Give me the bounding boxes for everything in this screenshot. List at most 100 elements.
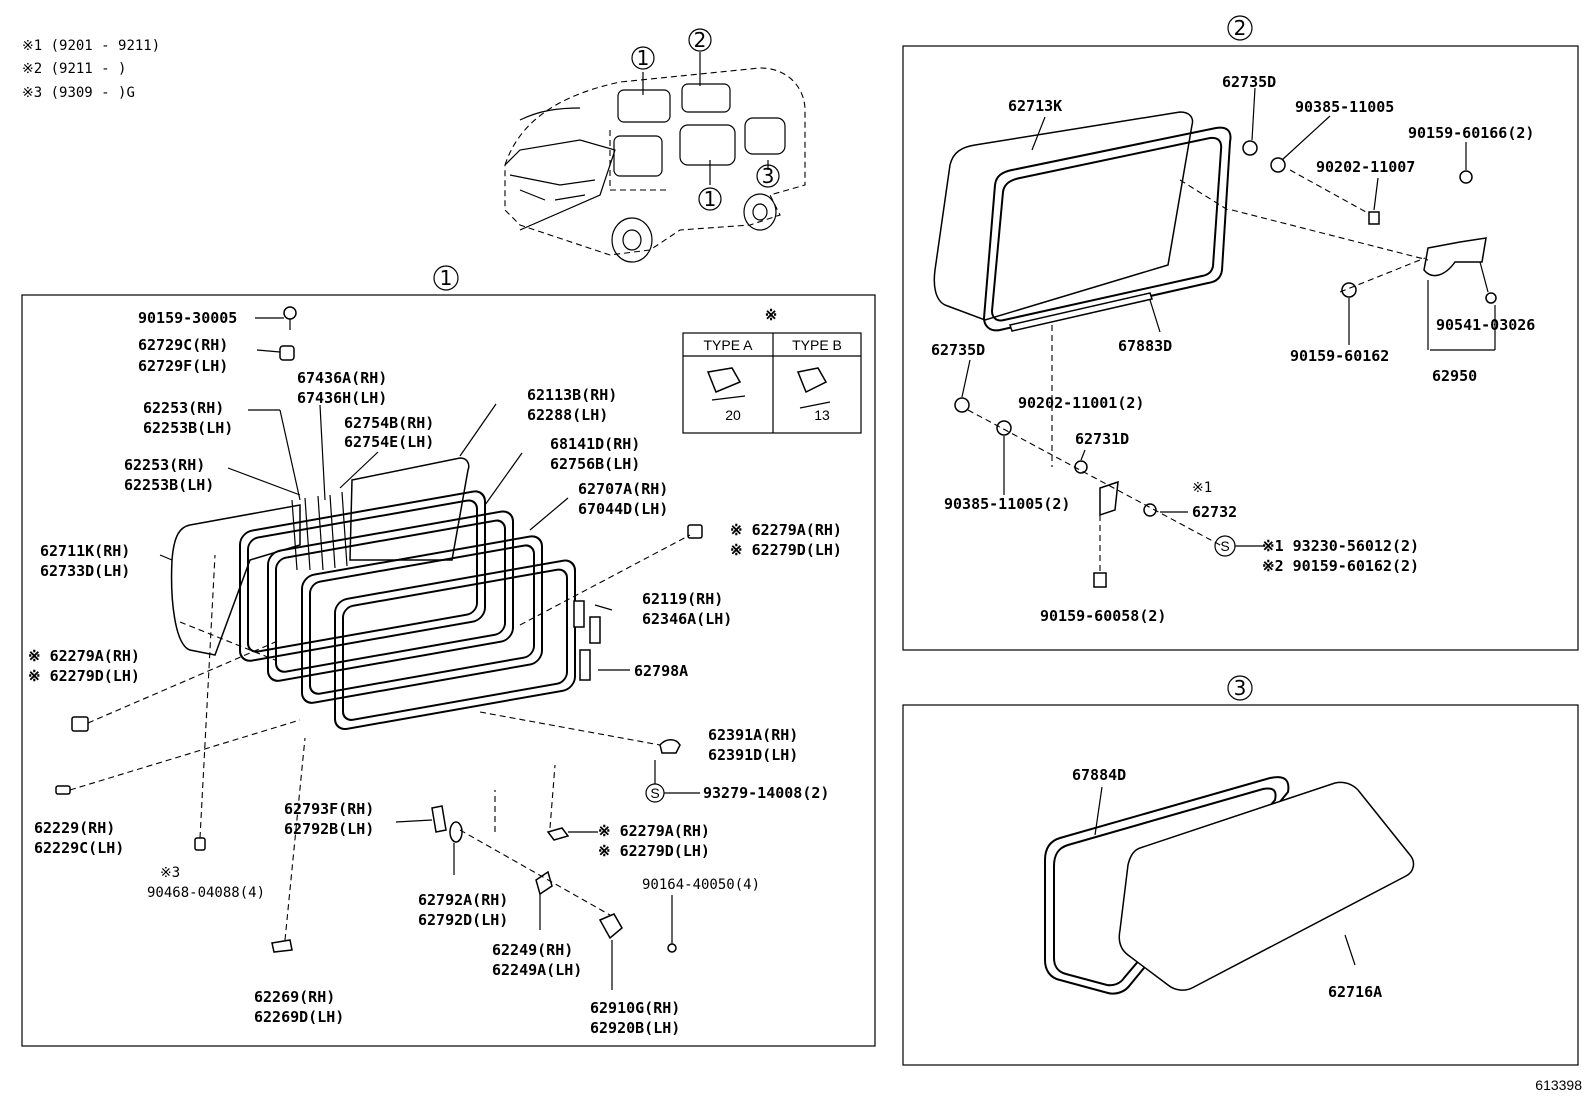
labels-panel-1: 90159-30005 62729C(RH) 62729F(LH) 67436A… [28, 309, 842, 1037]
label-mark-1: ※1 [1192, 480, 1212, 496]
type-a-label: TYPE A [703, 337, 753, 353]
label-62792d: 62792D(LH) [418, 911, 508, 929]
small-parts-panel-1: S [55, 306, 703, 953]
sliding-window-assembly: S [933, 111, 1497, 588]
van-illustration [504, 52, 806, 263]
label-62910g: 62910G(RH) [590, 999, 680, 1017]
label-93279-14008: 93279-14008(2) [703, 784, 829, 802]
label-62346a: 62346A(LH) [642, 610, 732, 628]
label-62731d: 62731D [1075, 430, 1129, 448]
label-62792b: 62792B(LH) [284, 820, 374, 838]
quarter-window-assembly [1044, 776, 1415, 995]
label-62269d: 62269D(LH) [254, 1008, 344, 1026]
label-90202-11007: 90202-11007 [1316, 158, 1415, 176]
type-b-dim: 13 [814, 407, 830, 423]
panel-1-frame [21, 294, 876, 1047]
label-62279a-top: ※ 62279A(RH) [730, 521, 842, 539]
label-62269: 62269(RH) [254, 988, 335, 1006]
rear-window-assembly [170, 457, 601, 731]
label-62391a: 62391A(RH) [708, 726, 798, 744]
label-62729f: 62729F(LH) [138, 357, 228, 375]
leaders-panel-2 [961, 87, 1496, 573]
label-62279d-top: ※ 62279D(LH) [730, 541, 842, 559]
type-box-mark: ※ [765, 306, 778, 324]
callout-circle-van-1b [698, 187, 722, 211]
label-62711k: 62711K(RH) [40, 542, 130, 560]
label-62793f: 62793F(RH) [284, 800, 374, 818]
type-b-label: TYPE B [792, 337, 842, 353]
panel-1-callout: 1 [440, 266, 453, 290]
label-62754e: 62754E(LH) [344, 433, 434, 451]
panel-1-callout-circle [433, 265, 459, 291]
label-67883d: 67883D [1118, 337, 1172, 355]
label-90202-11001: 90202-11001(2) [1018, 394, 1144, 412]
label-62729c: 62729C(RH) [138, 336, 228, 354]
label-62253-a: 62253(RH) [143, 399, 224, 417]
leaders-panel-1 [69, 317, 700, 990]
label-67044d: 67044D(LH) [578, 500, 668, 518]
panel-3-callout-circle [1227, 675, 1253, 701]
van-callout-2: 2 [694, 28, 707, 52]
panel-2-callout-circle [1227, 15, 1253, 41]
type-box [682, 332, 862, 434]
label-90164-40050: 90164-40050(4) [642, 877, 760, 893]
label-62279d-bottom: ※ 62279D(LH) [598, 842, 710, 860]
label-62756b: 62756B(LH) [550, 455, 640, 473]
callout-circle-van-1a [631, 46, 655, 70]
label-90159-60166: 90159-60166(2) [1408, 124, 1534, 142]
callout-circle-van-2 [688, 28, 712, 52]
label-93230-56012: ※1 93230-56012(2) [1262, 537, 1419, 555]
label-90159-60058: 90159-60058(2) [1040, 607, 1166, 625]
van-callout-1b: 1 [704, 187, 717, 211]
label-90159-60162-2: ※2 90159-60162(2) [1262, 557, 1419, 575]
label-62735d-left: 62735D [931, 341, 985, 359]
label-62950: 62950 [1432, 367, 1477, 385]
label-62391d: 62391D(LH) [708, 746, 798, 764]
panel-2-frame [902, 45, 1579, 651]
labels-panel-2: 62713K 62735D 90385-11005 90159-60166(2)… [931, 73, 1535, 625]
label-67436a: 67436A(RH) [297, 369, 387, 387]
panel-2-callout: 2 [1234, 16, 1247, 40]
label-62920b: 62920B(LH) [590, 1019, 680, 1037]
label-62229: 62229(RH) [34, 819, 115, 837]
label-62253-b: 62253(RH) [124, 456, 205, 474]
label-62716a: 62716A [1328, 983, 1382, 1001]
label-90159-30005: 90159-30005 [138, 309, 237, 327]
label-62113b: 62113B(RH) [527, 386, 617, 404]
label-62735d-top: 62735D [1222, 73, 1276, 91]
label-90159-60162: 90159-60162 [1290, 347, 1389, 365]
label-62279a-left: ※ 62279A(RH) [28, 647, 140, 665]
label-62229c: 62229C(LH) [34, 839, 124, 857]
label-62119: 62119(RH) [642, 590, 723, 608]
panel-3-frame [902, 704, 1579, 1066]
label-62288: 62288(LH) [527, 406, 608, 424]
label-67436h: 67436H(LH) [297, 389, 387, 407]
label-62798a: 62798A [634, 662, 688, 680]
label-62792a: 62792A(RH) [418, 891, 508, 909]
label-90541-03026: 90541-03026 [1436, 316, 1535, 334]
s-mark-1: S [650, 785, 659, 801]
label-62249: 62249(RH) [492, 941, 573, 959]
label-62707a: 62707A(RH) [578, 480, 668, 498]
label-62253b-b: 62253B(LH) [124, 476, 214, 494]
label-90385-11005: 90385-11005 [1295, 98, 1394, 116]
leaders-panel-3 [1094, 786, 1356, 966]
van-callout-1a: 1 [637, 46, 650, 70]
van-callout-3: 3 [762, 164, 775, 188]
note-2: ※2 (9211 - ) [22, 61, 126, 77]
s-mark-2: S [1220, 538, 1229, 554]
note-3: ※3 (9309 - )G [22, 85, 135, 101]
labels-panel-3: 67884D 62716A [1072, 766, 1382, 1001]
label-62713k: 62713K [1008, 97, 1062, 115]
panel-3-callout: 3 [1234, 676, 1247, 700]
label-62253b-a: 62253B(LH) [143, 419, 233, 437]
note-1: ※1 (9201 - 9211) [22, 38, 160, 54]
label-90385-11005-2: 90385-11005(2) [944, 495, 1070, 513]
label-62249a: 62249A(LH) [492, 961, 582, 979]
type-a-dim: 20 [725, 407, 741, 423]
reference-number: 613398 [1535, 1077, 1582, 1093]
label-62279d-left: ※ 62279D(LH) [28, 667, 140, 685]
label-62754b: 62754B(RH) [344, 414, 434, 432]
label-62279a-bottom: ※ 62279A(RH) [598, 822, 710, 840]
